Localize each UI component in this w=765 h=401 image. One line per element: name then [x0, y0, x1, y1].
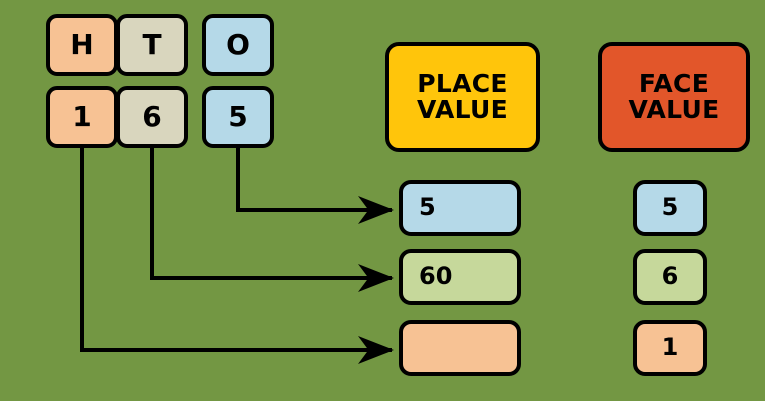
place-column-header-ones[interactable]: O — [202, 14, 274, 76]
place-column-header-tens[interactable]: T — [116, 14, 188, 76]
face-value-result-ones[interactable]: 5 — [633, 180, 707, 236]
place-value-result-ones[interactable]: 5 — [399, 180, 521, 236]
tens-connector — [150, 148, 394, 292]
digit-tens[interactable]: 6 — [116, 86, 188, 148]
ones-connector — [236, 148, 394, 224]
place-column-header-hundreds[interactable]: H — [46, 14, 118, 76]
digit-ones[interactable]: 5 — [202, 86, 274, 148]
place-value-result-tens[interactable]: 60 — [399, 249, 521, 305]
face-value-result-hundreds[interactable]: 1 — [633, 320, 707, 376]
face-value-result-tens[interactable]: 6 — [633, 249, 707, 305]
face-value-header[interactable]: FACE VALUE — [598, 42, 750, 152]
digit-hundreds[interactable]: 1 — [46, 86, 118, 148]
place-value-header[interactable]: PLACE VALUE — [385, 42, 540, 152]
hundreds-connector — [80, 148, 394, 364]
place-value-result-hundreds[interactable] — [399, 320, 521, 376]
